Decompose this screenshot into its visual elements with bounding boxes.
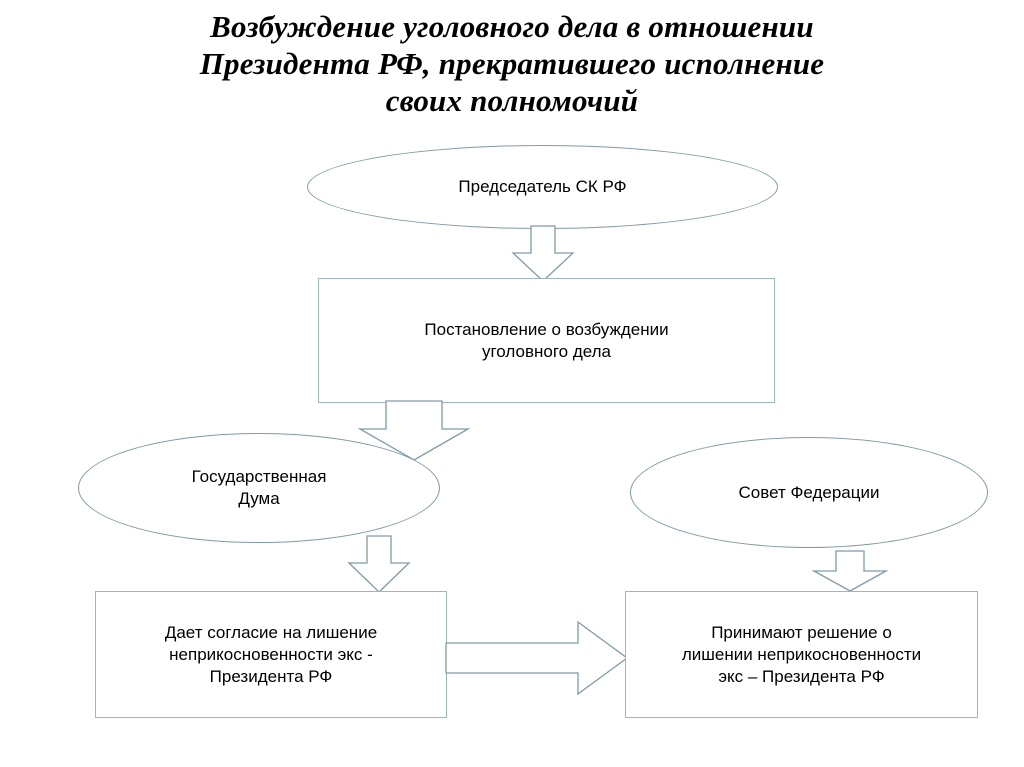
- down-arrow-icon: [811, 550, 889, 592]
- node-state-duma-label: Государственная Дума: [182, 466, 337, 510]
- node-council-action[interactable]: Принимают решение о лишении неприкоснове…: [625, 591, 978, 718]
- page-title-line-1: Возбуждение уголовного дела в отношении: [210, 9, 814, 44]
- page-title-line-2: Президента РФ, прекратившего исполнение: [199, 46, 825, 81]
- node-chairman-label: Председатель СК РФ: [458, 177, 627, 196]
- node-state-duma-label-line-2: Дума: [238, 489, 280, 508]
- arrow-decree-to-state-duma: [357, 400, 471, 461]
- node-duma-action[interactable]: Дает согласие на лишение неприкосновенно…: [95, 591, 447, 718]
- node-federation-council-label: Совет Федерации: [738, 482, 880, 502]
- node-duma-action-label: Дает согласие на лишение неприкосновенно…: [155, 622, 387, 688]
- page-title-line-3: своих полномочий: [385, 83, 639, 118]
- down-arrow-icon: [357, 400, 471, 461]
- down-arrow-icon: [511, 225, 575, 282]
- node-council-action-label-line-1: Принимают решение о: [711, 622, 892, 642]
- node-chairman[interactable]: Председатель СК РФ: [307, 145, 778, 229]
- node-duma-action-label-line-3: Президента РФ: [209, 666, 333, 686]
- arrow-state-duma-to-duma-action: [347, 535, 411, 593]
- arrow-chairman-to-decree: [511, 225, 575, 282]
- node-decree-label-line-1: Постановление о возбуждении: [424, 319, 669, 339]
- node-decree-label-line-2: уголовного дела: [481, 341, 612, 361]
- node-council-action-label: Принимают решение о лишении неприкоснове…: [672, 622, 931, 688]
- right-arrow-icon: [445, 620, 629, 696]
- arrow-duma-action-to-council-action: [445, 620, 629, 696]
- node-decree-label: Постановление о возбуждении уголовного д…: [414, 319, 678, 363]
- node-decree[interactable]: Постановление о возбуждении уголовного д…: [318, 278, 775, 403]
- node-duma-action-label-line-2: неприкосновенности экс -: [169, 644, 373, 664]
- node-council-action-label-line-3: экс – Президента РФ: [718, 666, 885, 686]
- node-state-duma-label-line-1: Государственная: [191, 467, 327, 486]
- node-council-action-label-line-2: лишении неприкосновенности: [681, 644, 922, 664]
- page-title: Возбуждение уголовного дела в отношении …: [60, 8, 964, 119]
- node-federation-council[interactable]: Совет Федерации: [630, 437, 988, 548]
- arrow-federation-council-to-council-action: [811, 550, 889, 592]
- node-state-duma[interactable]: Государственная Дума: [78, 433, 440, 543]
- node-duma-action-label-line-1: Дает согласие на лишение: [164, 622, 378, 642]
- down-arrow-icon: [347, 535, 411, 593]
